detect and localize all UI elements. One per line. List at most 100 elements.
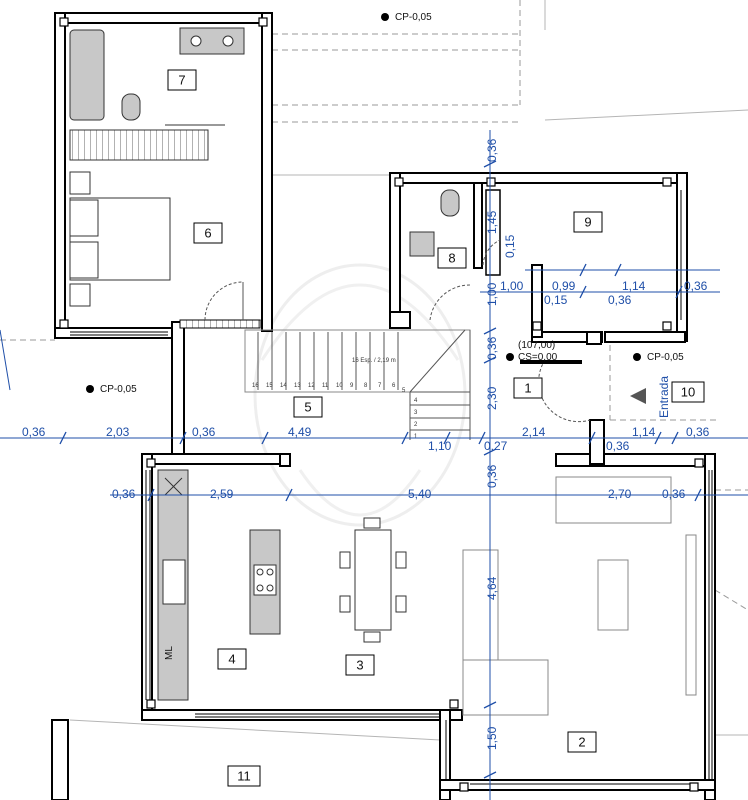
washbasin-icon bbox=[409, 231, 435, 257]
room-label-4: 4 bbox=[217, 648, 247, 670]
stair-step-number: 1 bbox=[414, 434, 418, 440]
dimension-label: 0,15 bbox=[544, 293, 568, 307]
bathtub-icon bbox=[69, 29, 105, 121]
stair-info: 16 Esp. / 2,19 m bbox=[352, 358, 396, 364]
dimension-label: 0,99 bbox=[552, 279, 576, 293]
dimension-label: 4,49 bbox=[288, 425, 312, 439]
room-label-7: 7 bbox=[167, 69, 197, 91]
dimension-label: 0,36 bbox=[684, 279, 708, 293]
dimension-ticks bbox=[59, 160, 702, 779]
room-label-11: 11 bbox=[227, 765, 261, 787]
dimension-label: 0,36 bbox=[112, 487, 136, 501]
entrance-arrow-icon bbox=[630, 388, 646, 404]
svg-text:5: 5 bbox=[304, 400, 311, 415]
entry-coordinate: (107,00) bbox=[518, 340, 555, 351]
dimension-label: 1,50 bbox=[485, 726, 499, 750]
stair-step-number: 4 bbox=[414, 398, 418, 404]
stair-step-number: 5 bbox=[402, 388, 406, 394]
svg-text:3: 3 bbox=[356, 658, 363, 673]
dimension-label: 1,00 bbox=[485, 282, 499, 306]
dimension-label: 0,27 bbox=[484, 439, 508, 453]
svg-text:8: 8 bbox=[448, 251, 455, 266]
stair-step-number: 12 bbox=[308, 383, 315, 389]
dimension-label: 0,36 bbox=[485, 138, 499, 162]
bed-icon bbox=[69, 171, 171, 307]
level-label-left: CP-0,05 bbox=[100, 384, 137, 395]
dimension-label: 0,36 bbox=[608, 293, 632, 307]
room-label-2: 2 bbox=[567, 731, 597, 753]
stair-step-number: 3 bbox=[414, 410, 418, 416]
room-label-8: 8 bbox=[437, 247, 467, 269]
svg-text:9: 9 bbox=[584, 215, 591, 230]
exterior-guides bbox=[0, 0, 748, 611]
stair-step-number: 13 bbox=[294, 383, 301, 389]
doors bbox=[204, 239, 591, 423]
level-label-top: CP-0,05 bbox=[395, 12, 432, 23]
dimension-label: 2,14 bbox=[522, 425, 546, 439]
level-markers bbox=[86, 13, 641, 393]
stair-step-number: 7 bbox=[378, 383, 382, 389]
dimension-label: 0,36 bbox=[485, 464, 499, 488]
svg-text:7: 7 bbox=[178, 73, 185, 88]
level-marker-icon bbox=[506, 353, 514, 361]
stair-step-number: 9 bbox=[350, 383, 354, 389]
windows bbox=[70, 190, 713, 785]
bathroom-fixtures bbox=[69, 27, 460, 257]
room-label-6: 6 bbox=[193, 222, 223, 244]
level-label-right: CP-0,05 bbox=[647, 352, 684, 363]
toilet-icon bbox=[121, 93, 141, 121]
kitchen-sink-icon bbox=[162, 559, 186, 605]
walls bbox=[51, 12, 716, 800]
dimension-label: 0,36 bbox=[22, 425, 46, 439]
sink-counter-icon bbox=[179, 27, 245, 55]
level-marker-icon bbox=[633, 353, 641, 361]
dimension-label: 2,59 bbox=[210, 487, 234, 501]
toilet-icon bbox=[440, 189, 460, 217]
dining-table-icon bbox=[339, 517, 407, 643]
svg-text:10: 10 bbox=[681, 385, 695, 400]
entry-level: CS=0,00 bbox=[518, 352, 558, 363]
svg-text:2: 2 bbox=[578, 735, 585, 750]
dimension-label: 0,15 bbox=[503, 234, 517, 258]
watermark-logo bbox=[253, 263, 467, 527]
svg-text:11: 11 bbox=[237, 769, 251, 784]
kitchen-fixtures bbox=[157, 469, 281, 701]
room-label-5: 5 bbox=[293, 396, 323, 418]
room-label-1: 1 bbox=[513, 377, 543, 399]
sofa-icon bbox=[555, 476, 672, 524]
exterior-lines bbox=[69, 0, 748, 741]
dimension-label: 1,00 bbox=[500, 279, 524, 293]
dimension-label: 1,14 bbox=[632, 425, 656, 439]
dimension-label: 5,40 bbox=[408, 487, 432, 501]
stair-step-number: 10 bbox=[336, 383, 343, 389]
dimension-label: 4,64 bbox=[485, 576, 499, 600]
stair-step-number: 6 bbox=[392, 383, 396, 389]
cooktop-icon bbox=[253, 564, 277, 596]
dimension-label: 0,36 bbox=[192, 425, 216, 439]
room-label-3: 3 bbox=[345, 654, 375, 676]
dimension-label: 0,36 bbox=[606, 439, 630, 453]
stair-step-number: 2 bbox=[414, 422, 418, 428]
staircase bbox=[244, 329, 471, 440]
dimension-label: 2,70 bbox=[608, 487, 632, 501]
stair-step-number: 8 bbox=[364, 383, 368, 389]
dimension-label: 1,14 bbox=[622, 279, 646, 293]
dishwasher-label: ML bbox=[164, 646, 175, 660]
living-furniture bbox=[462, 476, 697, 716]
stair-step-number: 14 bbox=[280, 383, 287, 389]
svg-text:4: 4 bbox=[228, 652, 235, 667]
room-label-10: 10 bbox=[671, 381, 705, 403]
dimension-label: 2,03 bbox=[106, 425, 130, 439]
dimension-label: 0,36 bbox=[686, 425, 710, 439]
dimension-label: 1,45 bbox=[485, 210, 499, 234]
dimension-lines bbox=[0, 130, 748, 800]
dimension-label: 0,36 bbox=[662, 487, 686, 501]
level-marker-icon bbox=[381, 13, 389, 21]
stair-step-number: 11 bbox=[322, 383, 329, 389]
dimension-label: 0,36 bbox=[485, 336, 499, 360]
dimension-label: 2,30 bbox=[485, 386, 499, 410]
column-markers bbox=[59, 17, 704, 792]
room-label-9: 9 bbox=[573, 211, 603, 233]
stair-step-number: 16 bbox=[252, 383, 259, 389]
